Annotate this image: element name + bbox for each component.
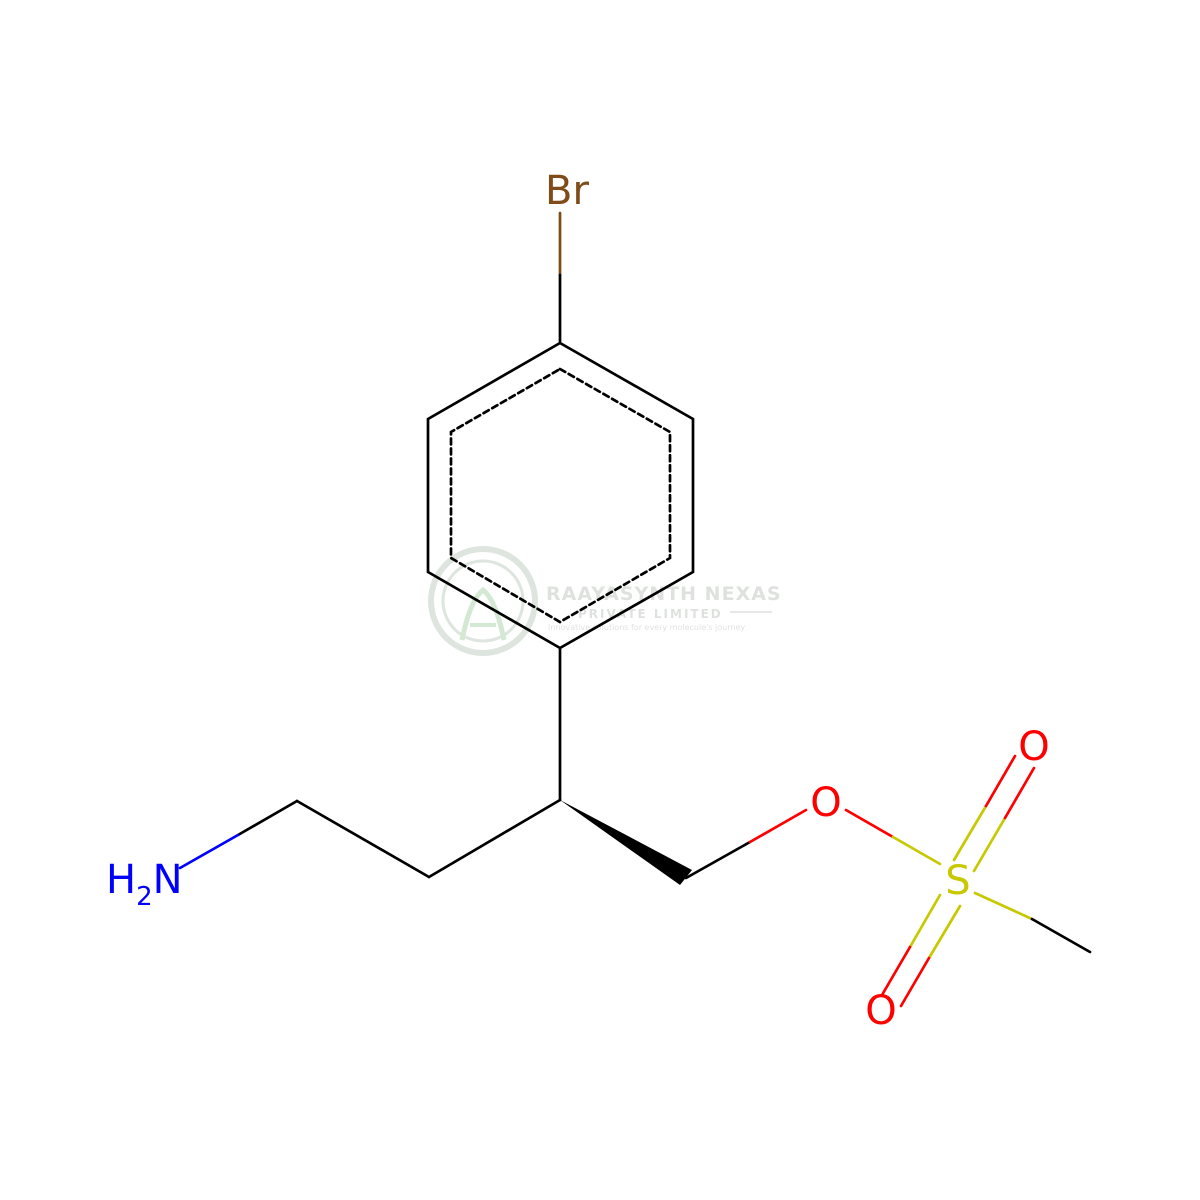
bonds [178,211,1092,1008]
watermark-logo-icon [428,546,538,656]
watermark-tagline: Innovative solutions for every molecule'… [548,623,745,632]
bond-s-ch3-black [1030,917,1092,954]
bond-o-s-red [844,808,895,839]
atom-ester-oxygen: O [810,780,841,826]
bond-s-o-bottom-2-red [899,956,931,1008]
atom-labels: Br H2N O O O S [106,168,1050,1034]
bond-s-o-bottom-1-red [880,945,912,997]
bond-s-o-bottom-2-yellow [927,904,962,960]
bond-s-o-top-2-red [1003,766,1036,820]
bond-s-o-top-2-yellow [972,816,1007,873]
bond-ch2-n-black [236,799,299,837]
bond-ch2-o-red [748,808,808,844]
bond-ch2-o-black [684,840,752,880]
atom-sulfonyl-oxygen-top: O [1018,724,1049,770]
bond-s-o-top-1-yellow [952,804,988,862]
atom-bromine: Br [545,168,589,214]
atom-sulfur: S [945,858,970,904]
bond-s-ch3-yellow [973,891,1034,921]
watermark-subtitle: PRIVATE LIMITED [578,607,723,621]
watermark: RAAYASYNTH NEXAS PRIVATE LIMITED Innovat… [428,546,782,656]
amine-hydrogen: H [106,857,136,903]
atom-amine: H2N [106,857,183,912]
amine-nitrogen: N [153,857,183,903]
bond-s-o-bottom-1-yellow [908,893,942,949]
bond-s-o-top-1-red [984,754,1017,808]
bond-ch2-ch2 [295,799,431,879]
wedge-bond-chiral-ch2 [560,800,692,885]
aromatic-inner-ring [449,367,672,624]
watermark-company: RAAYASYNTH NEXAS [546,583,782,605]
bond-ch2-n-blue [178,833,240,870]
bond-o-s-yellow [891,835,942,866]
bond-chiral-ch2 [427,798,562,879]
atom-sulfonyl-oxygen-bottom: O [865,988,896,1034]
amine-subscript: 2 [136,882,153,912]
